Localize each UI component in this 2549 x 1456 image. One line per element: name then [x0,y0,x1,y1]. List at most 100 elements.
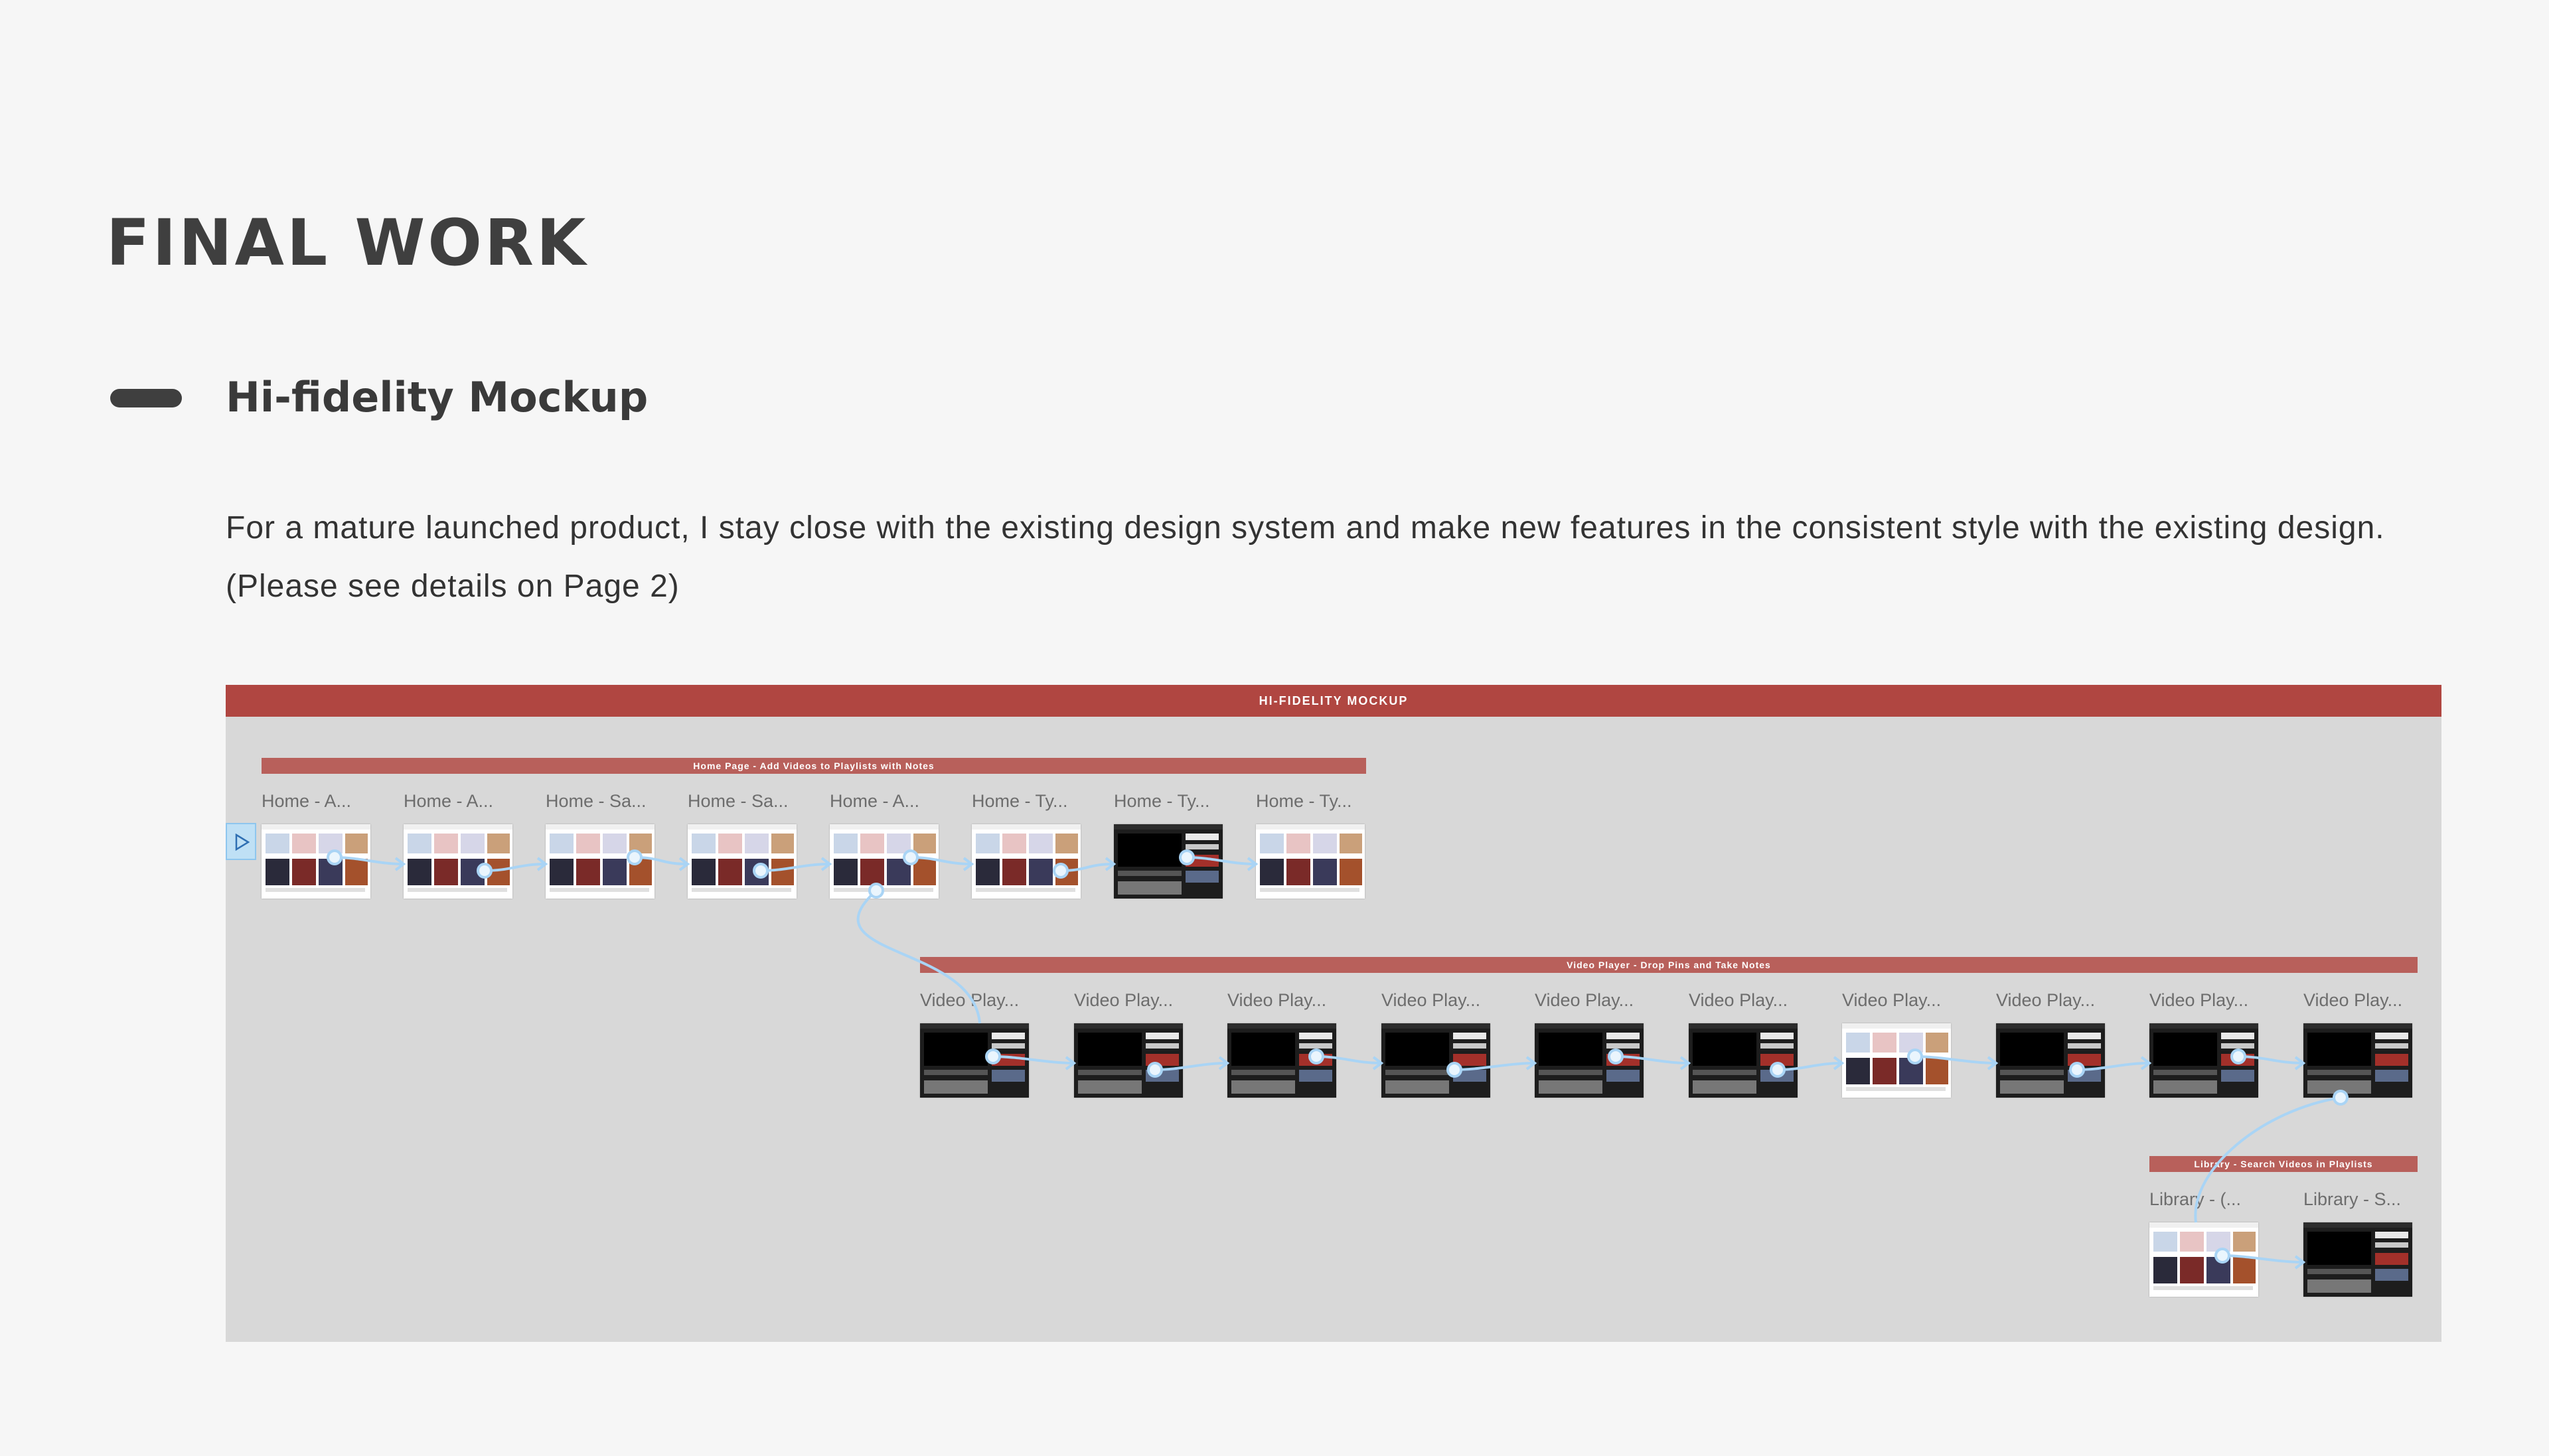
frame-content-block [1313,834,1337,853]
frame-content-block [2000,1070,2064,1075]
frame-topbar [546,824,655,830]
frame-content-block [924,1033,988,1066]
frame-label: Home - A... [830,791,920,811]
frame-thumbnail[interactable] [1535,1023,1644,1098]
frame-thumbnail[interactable] [404,824,512,899]
frame-thumbnail[interactable] [688,824,797,899]
frame-thumbnail[interactable] [1842,1023,1951,1098]
link-hotspot-icon[interactable] [2214,1248,2230,1264]
frame-content-block [1186,871,1219,883]
frame-content-block [603,859,627,885]
frame-content-block [266,888,365,892]
frame-topbar [1689,1023,1798,1029]
link-hotspot-icon[interactable] [1308,1049,1324,1064]
link-hotspot-icon[interactable] [477,863,493,879]
link-arrowhead-icon [963,857,974,871]
link-hotspot-icon[interactable] [627,849,643,865]
frame-thumbnail[interactable] [1381,1023,1490,1098]
frame-label: Video Play... [920,990,1020,1010]
frame-content-block [976,888,1075,892]
link-hotspot-icon[interactable] [327,849,343,865]
frame-topbar [1256,824,1365,830]
frame-label: Home - Sa... [546,791,647,811]
frame-content-block [745,834,769,853]
prototype-links [327,849,2349,1270]
frame-content-block [2153,1257,2177,1283]
link-hotspot-icon[interactable] [2069,1062,2085,1078]
frame-content-block [1286,834,1310,853]
frame-content-block [834,859,858,885]
frame-content-block [576,859,600,885]
frame-content-block [1693,1070,1756,1075]
frame-topbar [688,824,797,830]
frame-content-block [1118,834,1182,867]
link-hotspot-icon[interactable] [1147,1062,1163,1078]
link-hotspot-icon[interactable] [753,863,769,879]
link-hotspot-icon[interactable] [1179,849,1195,865]
frame-content-block [2221,1043,2254,1049]
frame-content-block [2375,1054,2408,1066]
link-hotspot-icon[interactable] [1608,1049,1624,1064]
frame-content-block [924,1070,988,1075]
frame-content-block [913,859,936,885]
play-triangle-icon [235,834,250,851]
frame-content-block [292,834,316,853]
frame-label: Home - Ty... [1114,791,1210,811]
frame-content-block [1539,1033,1602,1066]
frame-content-block [1873,1058,1896,1084]
frame-content-block [603,834,627,853]
frame-thumbnail[interactable] [2149,1222,2258,1297]
link-arrowhead-icon [678,857,690,871]
frame-thumbnail[interactable] [830,824,939,899]
frame-label: Home - A... [404,791,494,811]
frame-thumbnail[interactable] [2303,1023,2412,1098]
frame-thumbnail[interactable] [2149,1023,2258,1098]
frame-thumbnail[interactable] [2303,1222,2412,1297]
frame-thumbnail[interactable] [1256,824,1365,899]
flow-start-marker[interactable] [226,823,256,860]
frame-content-block [1760,1054,1794,1066]
frame-content-block [1760,1043,1794,1049]
frame-content-block [992,1033,1025,1039]
frame-label: Video Play... [2149,990,2249,1010]
link-arrowhead-icon [1105,857,1117,871]
frame-content-block [2307,1269,2371,1274]
link-hotspot-icon[interactable] [1446,1062,1462,1078]
frame-content-block [2375,1253,2408,1265]
link-hotspot-icon[interactable] [2333,1090,2349,1106]
prototype-link [992,1055,1075,1064]
prototype-link [1316,1055,1382,1064]
link-arrowhead-icon [2294,1056,2306,1070]
link-hotspot-icon[interactable] [985,1049,1001,1064]
link-hotspot-icon[interactable] [1907,1049,1923,1064]
link-hotspot-icon[interactable] [1053,863,1069,879]
prototype-link [2238,1055,2304,1064]
frame-content-block [2375,1269,2408,1281]
frame-content-block [976,859,1000,885]
frame-content-block [2068,1033,2101,1039]
prototype-link [2076,1062,2150,1071]
mockup-canvas[interactable]: HI-FIDELITY MOCKUP Home Page - Add Video… [226,685,2441,1342]
prototype-link [910,856,972,865]
frame-content-block [976,834,1000,853]
frame-content-block [2307,1070,2371,1075]
link-arrowhead-icon [1218,1056,1230,1070]
frame-content-block [2180,1232,2204,1252]
link-hotspot-icon[interactable] [868,883,884,899]
link-arrowhead-icon [2140,1056,2152,1070]
frame-content-block [1186,834,1219,840]
frame-thumbnail[interactable] [1996,1023,2105,1098]
frame-topbar [2149,1222,2258,1228]
link-hotspot-icon[interactable] [1770,1062,1786,1078]
frame-content-block [771,859,794,885]
link-hotspot-icon[interactable] [903,849,919,865]
frame-thumbnail[interactable] [1114,824,1223,899]
frame-thumbnail[interactable] [920,1023,1029,1098]
frame-content-block [2233,1232,2256,1252]
frame-content-block [1118,871,1182,876]
frame-label: Video Play... [1074,990,1174,1010]
frame-topbar [404,824,512,830]
link-hotspot-icon[interactable] [2230,1049,2246,1064]
frame-topbar [262,824,370,830]
frame-content-block [550,834,574,853]
